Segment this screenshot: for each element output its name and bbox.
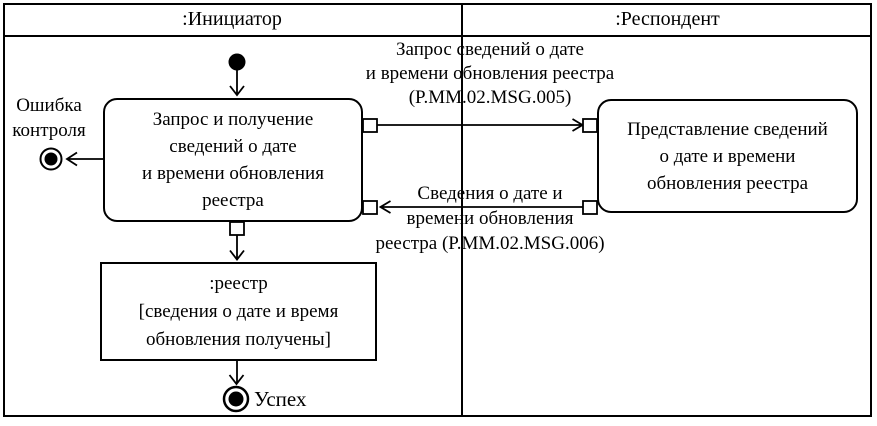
diagram-outer-border	[3, 3, 872, 417]
lane-header-separator-line	[3, 35, 872, 37]
object-state-line: :реестр	[209, 272, 268, 294]
error-exit-line: Ошибка	[16, 95, 82, 116]
action-request-line: и времени обновления	[142, 163, 324, 184]
object-state-line: обновления получены]	[146, 328, 331, 350]
action-request-line: реестра	[202, 190, 264, 211]
object-state-line: [сведения о дате и время	[138, 300, 339, 322]
lane-respondent-label: :Респондент	[615, 8, 720, 30]
message-request-label: Запрос сведений о дате и времени обновле…	[334, 38, 646, 110]
action-respond-box: Представление сведений о дате и времени …	[597, 99, 858, 213]
message-request-line: Запрос сведений о дате	[396, 39, 584, 60]
action-respond-line: о дате и времени	[659, 145, 796, 167]
message-response-label: Сведения о дате и времени обновления рее…	[356, 181, 624, 256]
message-request-line: (P.MM.02.MSG.005)	[408, 87, 572, 108]
message-response-line: Сведения о дате и	[417, 183, 563, 204]
action-respond-line: обновления реестра	[646, 172, 809, 194]
message-request-line: и времени обновления реестра	[365, 63, 615, 84]
message-response-line: реестра (P.MM.02.MSG.006)	[375, 233, 605, 254]
object-state-box: :реестр [сведения о дате и время обновле…	[100, 262, 377, 361]
message-response-line: времени обновления	[406, 208, 574, 229]
success-exit-label: Успех	[254, 387, 307, 411]
action-request-line: сведений о дате	[169, 136, 297, 157]
error-exit-label: Ошибка контроля	[0, 93, 98, 143]
action-respond-line: Представление сведений	[627, 118, 828, 140]
lane-header-initiator: :Инициатор	[3, 3, 461, 36]
lane-initiator-label: :Инициатор	[182, 8, 282, 30]
action-request-line: Запрос и получение	[152, 109, 314, 130]
error-exit-line: контроля	[12, 120, 86, 141]
action-request-box: Запрос и получение сведений о дате и вре…	[103, 98, 363, 222]
lane-header-respondent: :Респондент	[463, 3, 872, 36]
